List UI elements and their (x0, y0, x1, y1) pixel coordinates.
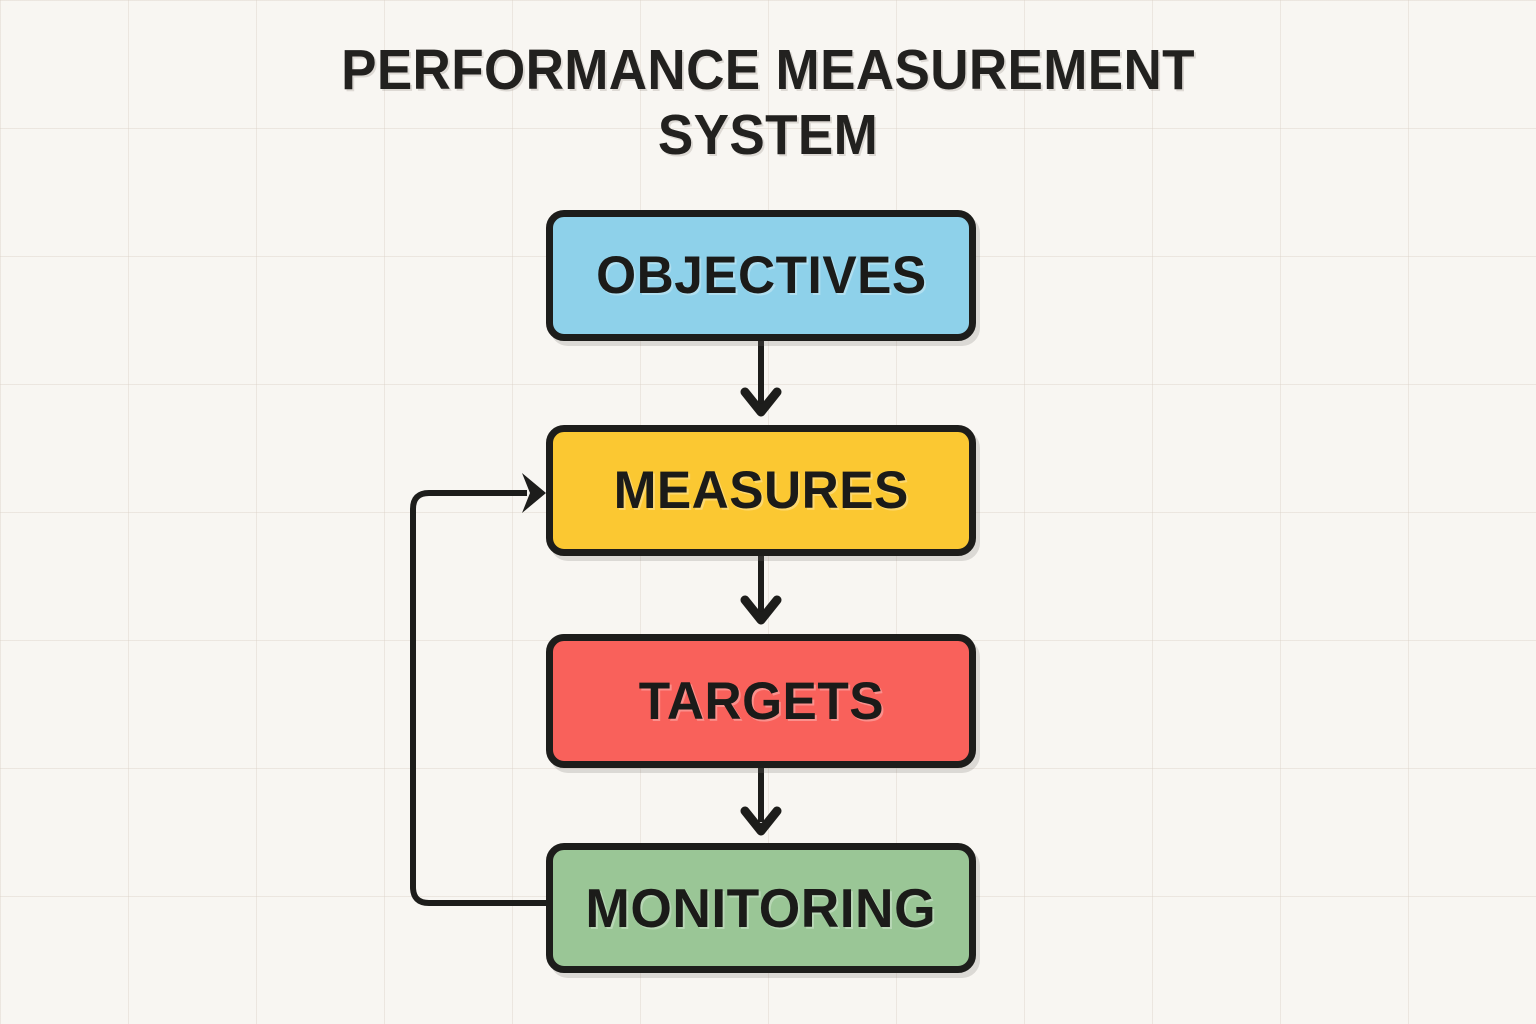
edge-measures-targets-arrow-fill (745, 604, 777, 622)
edge-objectives-measures-arrow-fill (745, 396, 777, 414)
edge-monitoring-measures-arrowhead (522, 473, 546, 513)
node-monitoring-label: MONITORING (585, 877, 937, 939)
node-targets[interactable]: TARGETS (546, 634, 976, 768)
node-measures[interactable]: MEASURES (546, 425, 976, 556)
node-targets-label: TARGETS (638, 671, 884, 731)
node-measures-label: MEASURES (613, 461, 909, 520)
node-objectives-label: OBJECTIVES (595, 246, 927, 305)
node-monitoring[interactable]: MONITORING (546, 843, 976, 973)
node-objectives[interactable]: OBJECTIVES (546, 210, 976, 341)
edge-monitoring-measures-line (410, 490, 546, 906)
edge-targets-monitoring-arrow-fill (745, 815, 777, 833)
page-title: PERFORMANCE MEASUREMENT SYSTEM (341, 38, 1195, 167)
